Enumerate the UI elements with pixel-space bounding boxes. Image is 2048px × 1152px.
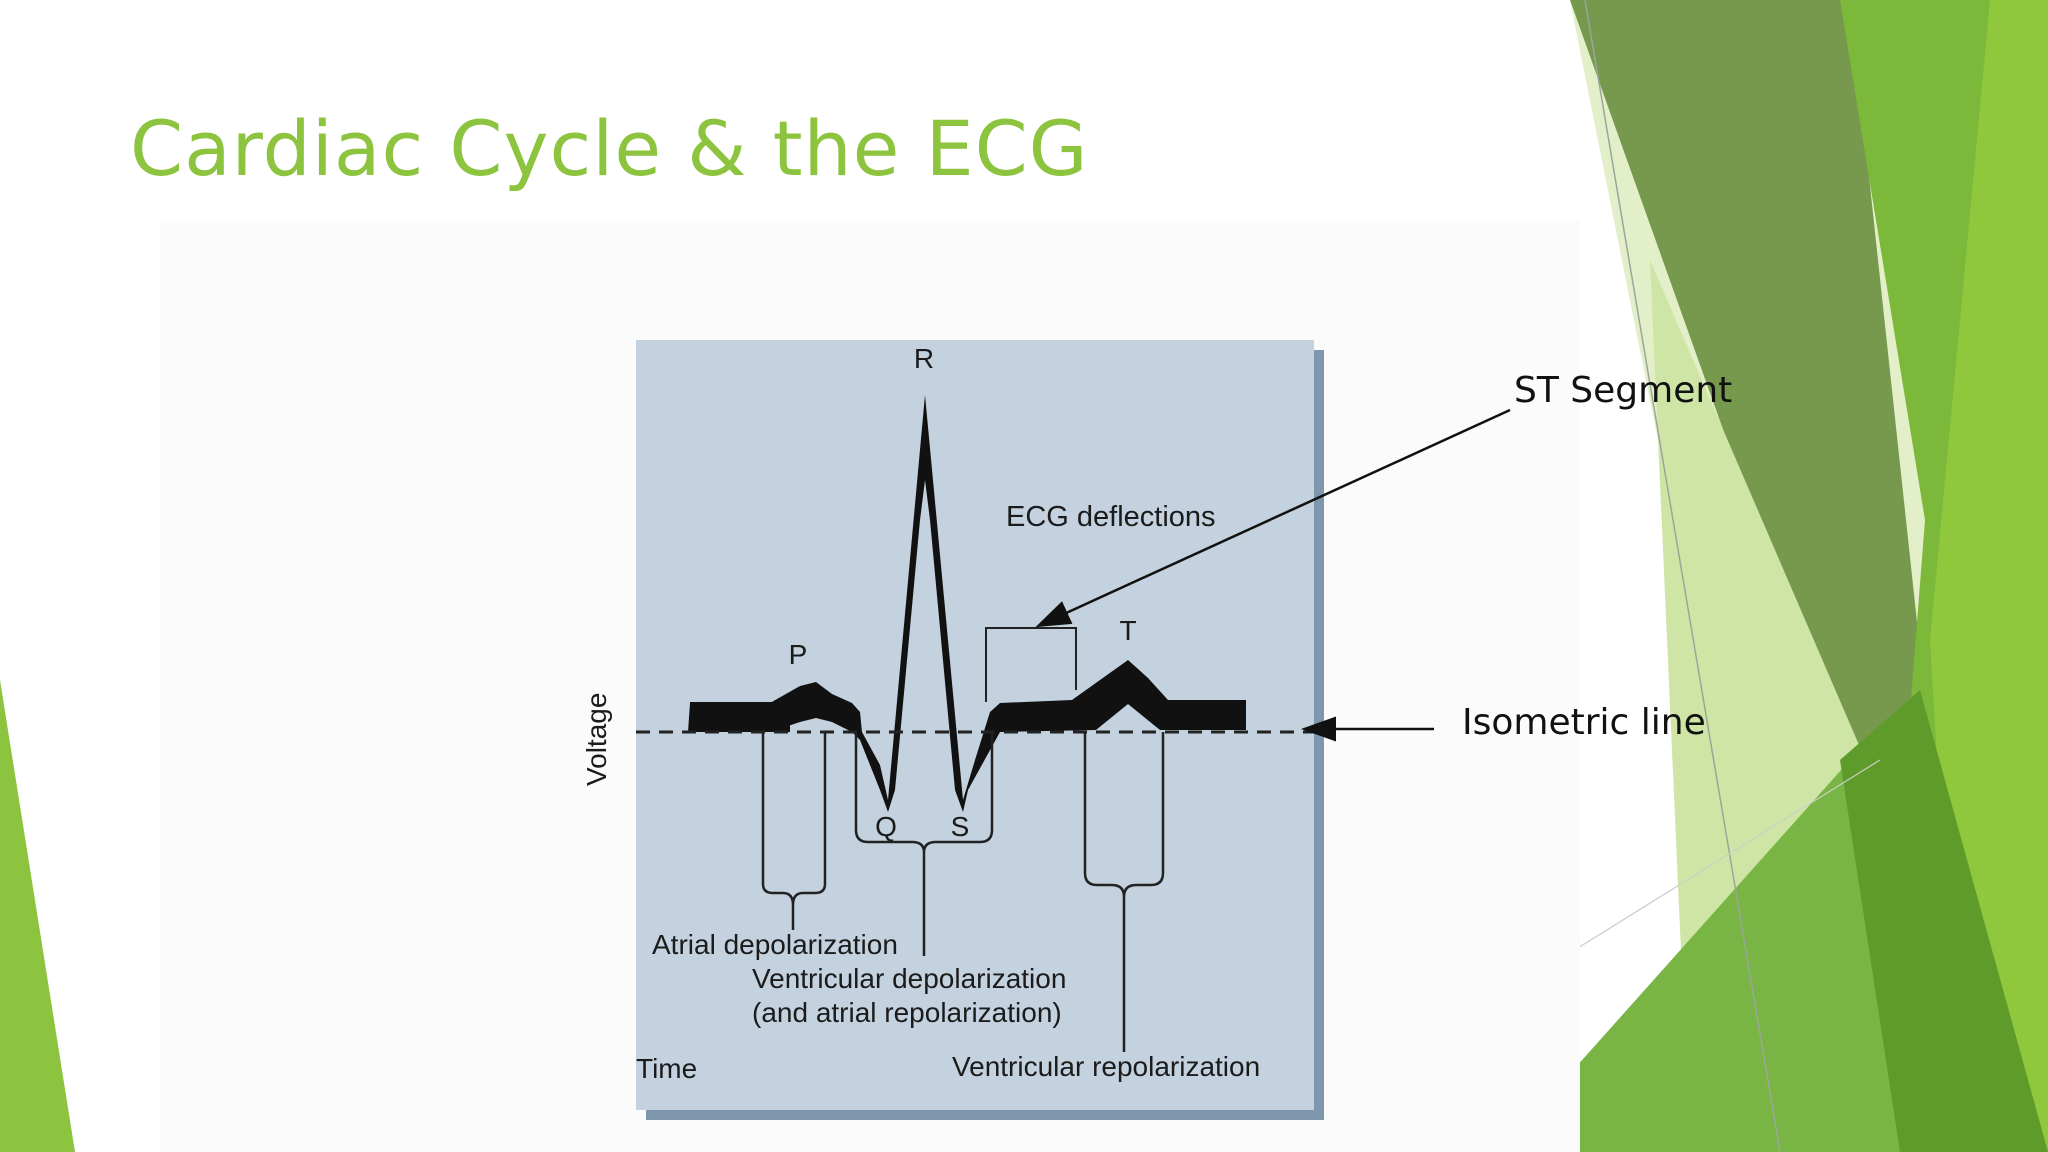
qrs-bracket [854, 732, 994, 956]
wave-label-t: T [1119, 615, 1136, 646]
event-label-atrial-repolarization: (and atrial repolarization) [752, 997, 1062, 1028]
left-accent-shape [0, 680, 75, 1152]
event-label-ventricular-depolarization: Ventricular depolarization [752, 963, 1066, 994]
wave-label-q: Q [875, 811, 897, 842]
wave-label-p: P [789, 639, 808, 670]
t-wave-bracket [1083, 732, 1165, 1052]
st-segment-callout: ST Segment [1514, 370, 1732, 411]
st-segment-bracket [985, 627, 1077, 702]
right-accent-shape-dark [1570, 0, 1920, 870]
y-axis-label: Voltage [581, 693, 612, 786]
ecg-trace [688, 395, 1246, 812]
event-label-atrial-depolarization: Atrial depolarization [652, 929, 898, 960]
slide-title: Cardiac Cycle & the ECG [130, 104, 1089, 193]
right-accent-shape-bottom [1500, 760, 1950, 1152]
wave-label-r: R [914, 343, 934, 374]
isometric-line-callout: Isometric line [1462, 702, 1706, 743]
event-label-ventricular-repolarization: Ventricular repolarization [952, 1051, 1260, 1082]
figure-heading: ECG deflections [1006, 501, 1216, 533]
right-accent-shape-deep [1840, 690, 2048, 1152]
atrial-bracket [761, 732, 827, 930]
x-axis-label: Time [636, 1053, 697, 1084]
wave-label-s: S [951, 811, 970, 842]
st-segment-arrow [1035, 408, 1511, 628]
right-thin-line [1584, 0, 1781, 1152]
